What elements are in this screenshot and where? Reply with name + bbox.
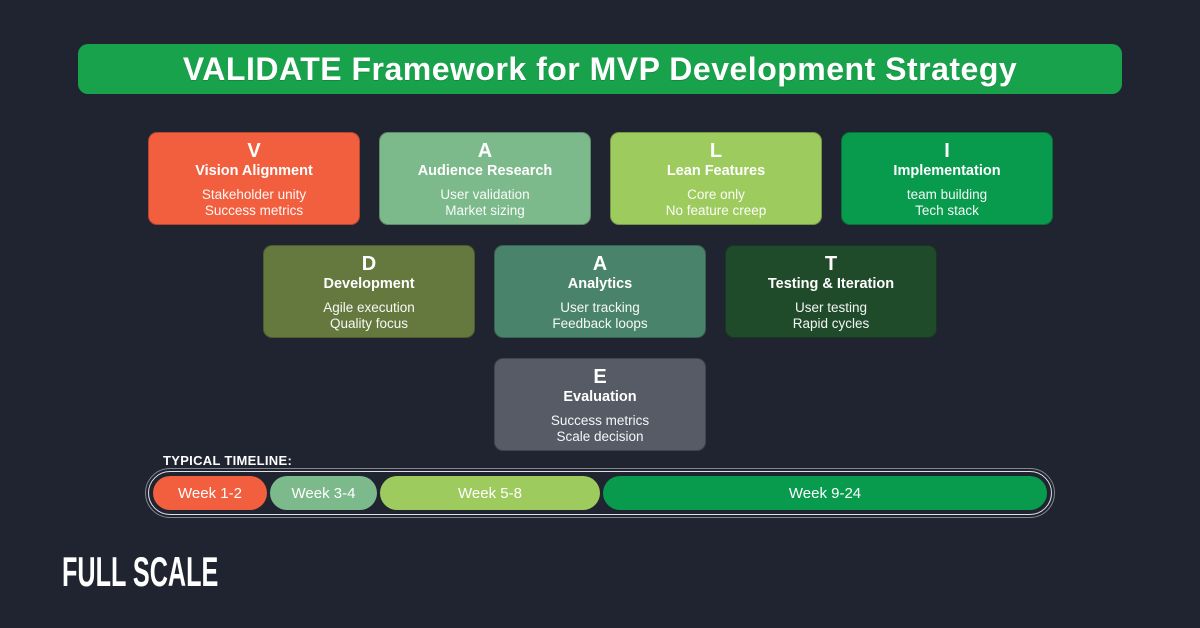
card-title: Implementation [893, 163, 1001, 179]
card-letter: E [593, 366, 607, 388]
card-letter: A [592, 253, 608, 275]
timeline-bar: Week 1-2 Week 3-4 Week 5-8 Week 9-24 [145, 468, 1055, 518]
timeline-segment-week-3-4: Week 3-4 [269, 476, 377, 510]
title-banner: VALIDATE Framework for MVP Development S… [78, 44, 1122, 94]
card-title: Development [323, 276, 415, 292]
card-title: Testing & Iteration [767, 276, 895, 292]
full-scale-logo: FULL SCALE [62, 548, 219, 595]
card-letter: I [944, 140, 950, 162]
timeline-segment-week-9-24: Week 9-24 [603, 476, 1047, 510]
card-title: Audience Research [417, 163, 553, 179]
card-title: Analytics [567, 276, 633, 292]
timeline-label: TYPICAL TIMELINE: [163, 453, 293, 468]
card-letter: T [824, 253, 838, 275]
timeline-segment-week-5-8: Week 5-8 [380, 476, 601, 510]
card-letter: V [247, 140, 261, 162]
card-letter: L [709, 140, 723, 162]
card-title: Lean Features [666, 163, 766, 179]
card-letter: A [477, 140, 493, 162]
card-title: Evaluation [563, 389, 637, 405]
card-letter: D [361, 253, 377, 275]
timeline-segment-week-1-2: Week 1-2 [153, 476, 267, 510]
card-title: Vision Alignment [195, 163, 313, 179]
